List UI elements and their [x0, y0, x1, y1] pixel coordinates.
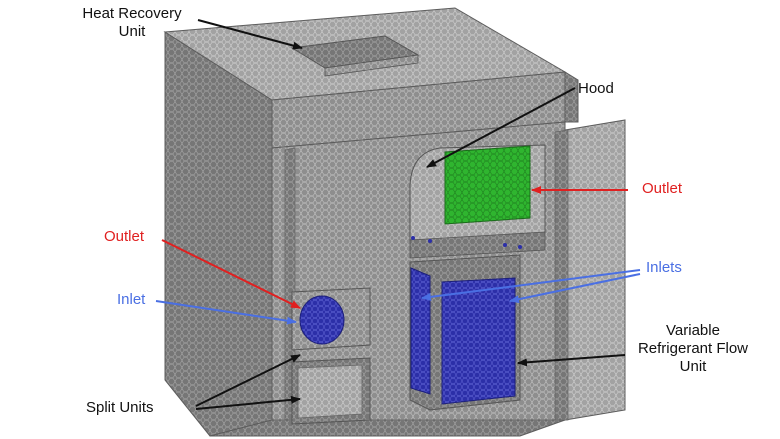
label-vrf-line1: Variable	[666, 322, 720, 339]
arrow-split-a	[195, 354, 301, 407]
left-wall	[164, 31, 273, 437]
label-vrf-line2: Refrigerant Flow	[637, 340, 749, 357]
arrow-vrf	[517, 354, 626, 367]
label-outlet-right: Outlet	[642, 180, 683, 197]
arrow-hood	[426, 87, 576, 168]
label-heat-recovery-unit: Heat Recovery Unit	[62, 5, 202, 41]
arrow-inlet	[155, 300, 297, 325]
right-partition	[564, 119, 626, 421]
label-hood: Hood	[578, 80, 614, 97]
arrow-outlet-left	[161, 239, 301, 309]
split-unit-upper	[291, 287, 371, 351]
arrow-inlets-b	[509, 273, 641, 304]
vrf-inlet-side	[410, 267, 431, 395]
label-vrf-line3: Unit	[679, 358, 707, 375]
arrow-inlets-a	[421, 269, 641, 301]
hood-outlet	[444, 145, 531, 225]
split-inlet	[299, 295, 345, 345]
label-split-units: Split Units	[86, 399, 154, 416]
label-heat-recovery-line2: Unit	[118, 23, 146, 40]
vrf-inlet-front	[441, 277, 516, 405]
label-inlet: Inlet	[117, 291, 146, 308]
vrf-unit	[409, 254, 521, 411]
label-vrf-unit: Variable Refrigerant Flow Unit	[622, 322, 764, 376]
arrow-split-b	[195, 395, 301, 410]
label-outlet-left: Outlet	[104, 228, 145, 245]
label-inlets: Inlets	[646, 259, 682, 276]
label-heat-recovery-line1: Heat Recovery	[82, 5, 182, 22]
room-mesh	[163, 7, 626, 437]
split-unit-lower	[291, 357, 371, 425]
annotation-arrows	[155, 19, 641, 410]
arrow-heat-recovery	[197, 19, 303, 50]
